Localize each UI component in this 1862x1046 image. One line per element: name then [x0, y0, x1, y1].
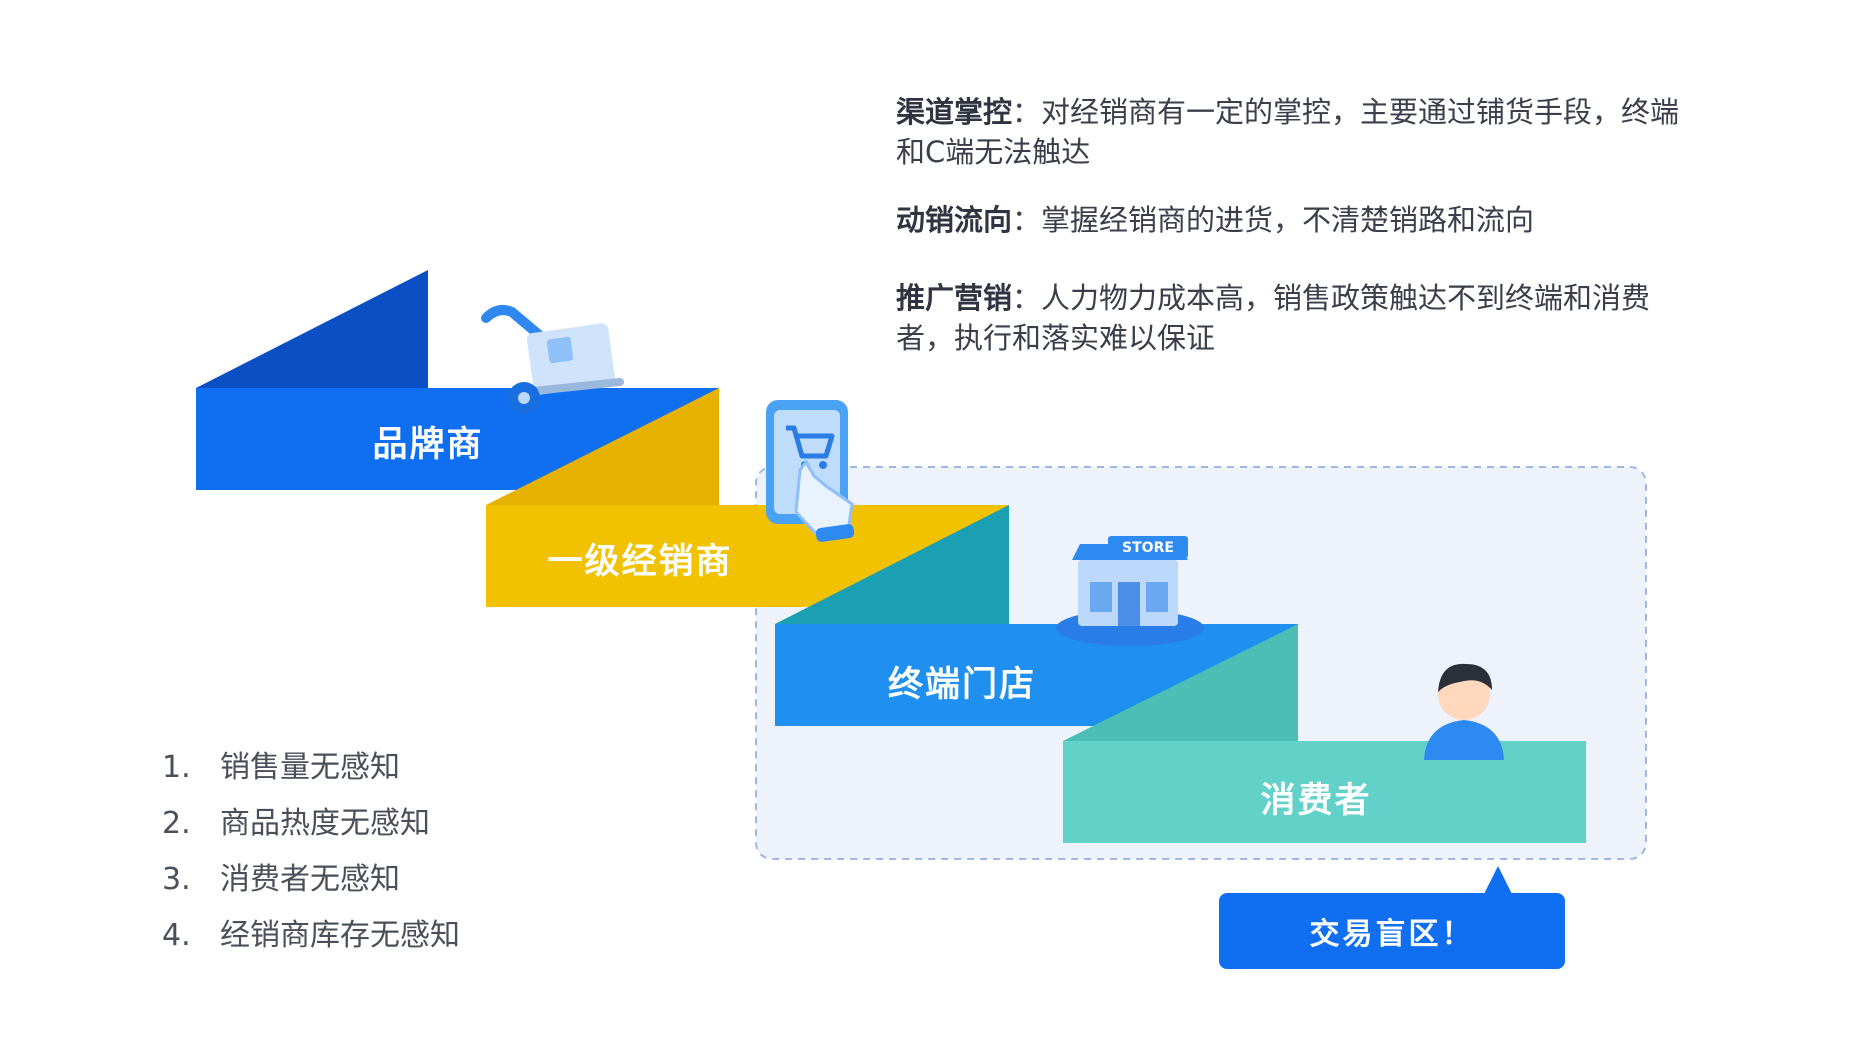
hand-truck-box-icon: [481, 305, 624, 414]
blindness-list: 1. 销售量无感知 2. 商品热度无感知 3. 消费者无感知 4. 经销商库存无…: [162, 740, 460, 964]
step-dealer-connector: [486, 388, 719, 505]
store-sign-text: STORE: [1122, 540, 1174, 556]
note-sep: ：: [1012, 281, 1042, 315]
note-sep: ：: [1012, 95, 1042, 129]
list-item: 4. 经销商库存无感知: [162, 908, 460, 964]
note-sep: ：: [1012, 203, 1042, 237]
note-sales-flow: 动销流向：掌握经销商的进货，不清楚销路和流向: [896, 200, 1534, 240]
step-label-brand: 品牌商: [372, 425, 484, 465]
list-number: 2.: [162, 806, 191, 841]
list-number: 3.: [162, 862, 191, 897]
step-brand-top-triangle: [196, 270, 428, 388]
step-label-store: 终端门店: [887, 665, 1036, 705]
list-item: 2. 商品热度无感知: [162, 796, 460, 852]
list-text: 销售量无感知: [220, 750, 400, 785]
note-text: 对经销商有一定的掌控，主要通过铺货手段，终端和C端无法触达: [896, 95, 1680, 169]
list-text: 商品热度无感知: [220, 806, 430, 841]
callout-pointer: [1484, 866, 1512, 894]
list-item: 3. 消费者无感知: [162, 852, 460, 908]
step-label-consumer: 消费者: [1260, 781, 1372, 821]
list-text: 消费者无感知: [220, 862, 400, 897]
note-channel-control: 渠道掌控：对经销商有一定的掌控，主要通过铺货手段，终端和C端无法触达: [896, 92, 1696, 172]
mobile-shopping-icon: [766, 400, 855, 542]
list-text: 经销商库存无感知: [220, 918, 460, 953]
note-text: 人力物力成本高，销售政策触达不到终端和消费者，执行和落实难以保证: [896, 281, 1651, 355]
note-term: 推广营销: [896, 281, 1013, 315]
store-icon: STORE: [1056, 536, 1204, 646]
step-store-connector: [775, 505, 1009, 624]
note-marketing: 推广营销：人力物力成本高，销售政策触达不到终端和消费者，执行和落实难以保证: [896, 278, 1696, 358]
list-item: 1. 销售量无感知: [162, 740, 460, 796]
note-term: 动销流向: [896, 203, 1013, 237]
note-term: 渠道掌控: [896, 95, 1013, 129]
consumer-avatar-icon: [1424, 663, 1504, 760]
step-label-dealer: 一级经销商: [547, 542, 733, 582]
step-consumer-connector: [1063, 624, 1298, 741]
list-number: 4.: [162, 918, 191, 953]
trade-blind-zone-callout: 交易盲区！: [1219, 893, 1565, 969]
note-text: 掌握经销商的进货，不清楚销路和流向: [1041, 203, 1535, 237]
callout-label: 交易盲区！: [1309, 917, 1475, 952]
list-number: 1.: [162, 750, 191, 785]
